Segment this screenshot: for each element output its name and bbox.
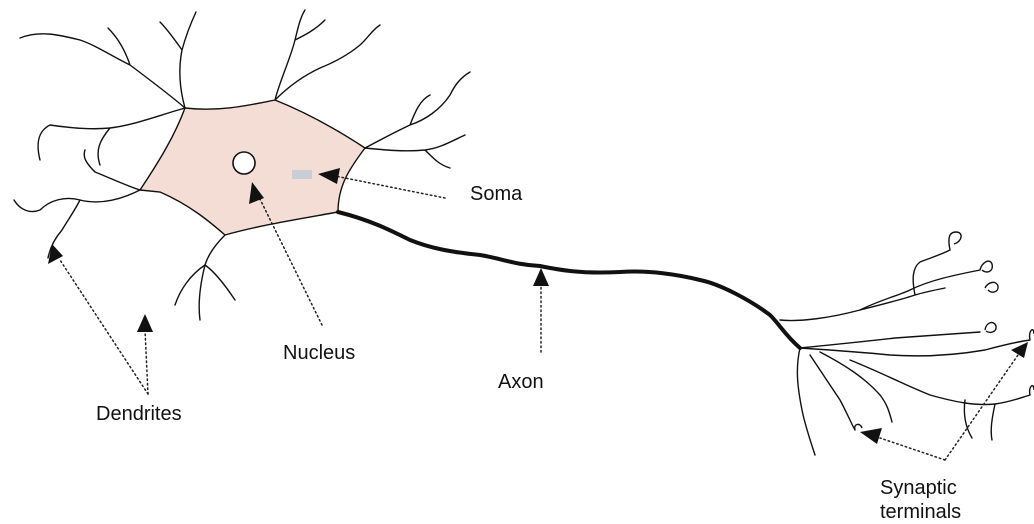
synaptic-label-line2: terminals [880, 500, 961, 524]
synaptic-arrowhead-2 [1011, 342, 1028, 358]
dendrites-arrowhead-2 [137, 314, 153, 332]
axon-line [338, 212, 800, 348]
terminal-bulbs [855, 232, 1034, 430]
synaptic-terminals-label: Synaptic terminals [880, 476, 961, 524]
synaptic-branches [780, 250, 1030, 455]
nucleus-label: Nucleus [283, 341, 355, 365]
nucleus-circle [233, 152, 255, 174]
synaptic-arrowhead-1 [860, 428, 882, 444]
axon-arrowhead [533, 268, 549, 286]
soma-label: Soma [470, 182, 522, 206]
soma-marker [292, 170, 312, 179]
synaptic-label-line1: Synaptic [880, 476, 961, 500]
axon-label: Axon [498, 370, 544, 394]
dendrites-label: Dendrites [96, 402, 182, 426]
